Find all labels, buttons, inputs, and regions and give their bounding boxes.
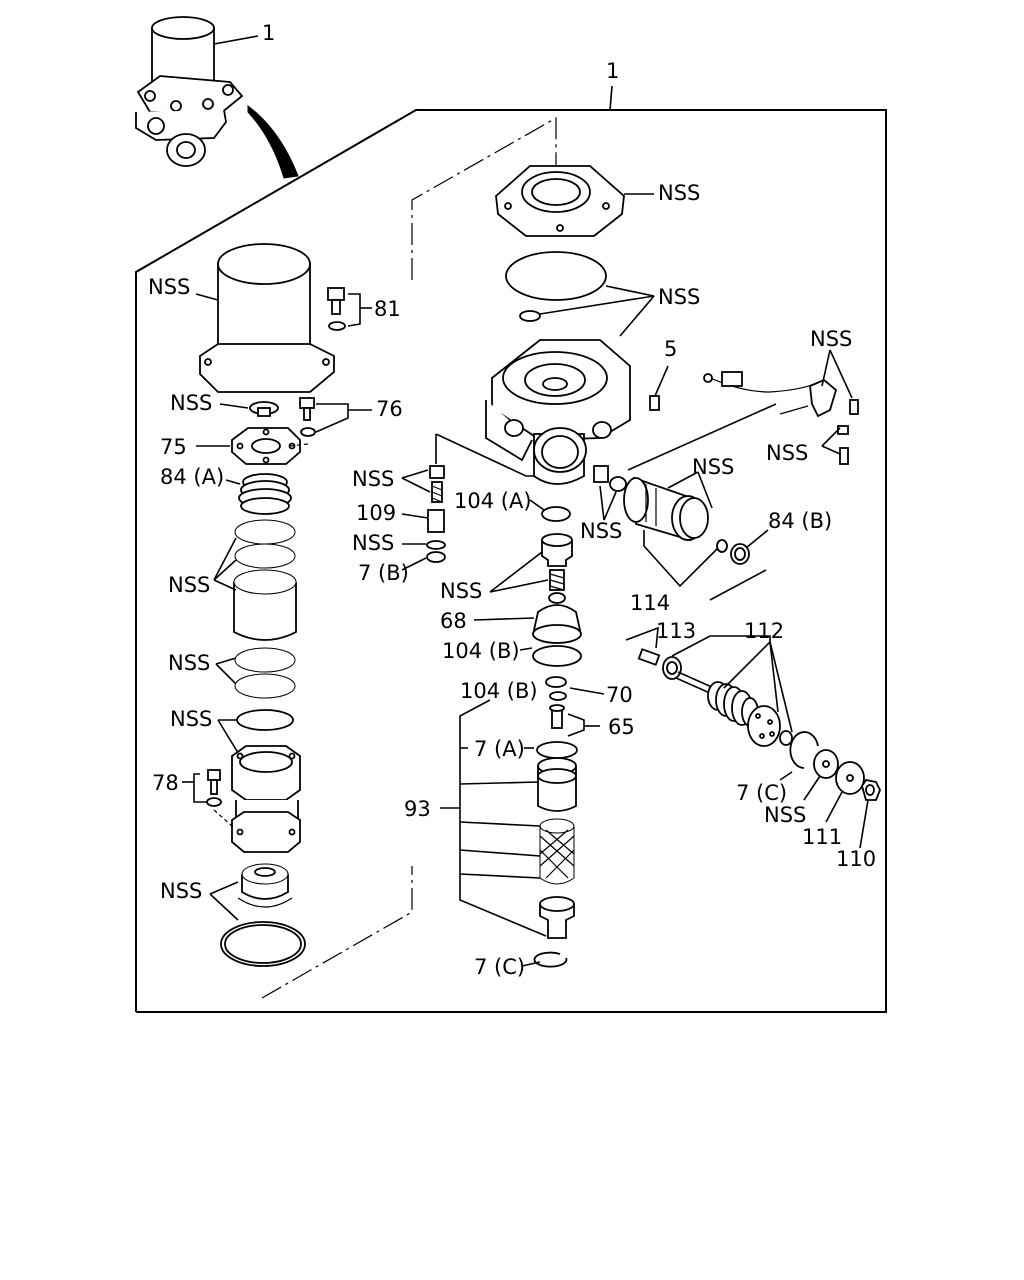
plate-75 <box>231 427 301 465</box>
label-nss-bottom: NSS <box>160 879 202 903</box>
bolt-76 <box>299 397 316 437</box>
label-one-fourteen: 114 <box>630 591 670 615</box>
label-nss-valve-1: NSS <box>352 467 394 491</box>
label-top-1: 1 <box>262 21 275 45</box>
label-one-oh-four-a: 104 (A) <box>454 489 532 513</box>
filter-screens-upper <box>233 519 297 641</box>
washer-70 <box>545 676 567 701</box>
label-nss-canister: NSS <box>148 275 190 299</box>
label-nss-fitting: NSS <box>580 519 622 543</box>
label-seven-c-right: 7 (C) <box>736 781 787 805</box>
label-nss-screens-2: NSS <box>168 651 210 675</box>
label-eighty-one: 81 <box>374 297 401 321</box>
plug-110 <box>861 778 881 801</box>
cap-nss <box>249 401 279 417</box>
label-nss-right: NSS <box>764 803 806 827</box>
label-one-eleven: 111 <box>802 825 842 849</box>
filter-screens-lower <box>234 647 296 699</box>
sensor-cable-bracket <box>703 371 859 465</box>
main-housing <box>485 339 631 485</box>
screw-65 <box>549 704 565 729</box>
plunger-assembly <box>532 533 582 667</box>
label-sixty-eight: 68 <box>440 609 467 633</box>
bottom-filter-and-seal <box>220 863 306 967</box>
top-cover-plate <box>495 165 625 237</box>
label-one-ten: 110 <box>836 847 876 871</box>
desiccant-canister <box>199 243 335 393</box>
label-seventy-six: 76 <box>376 397 403 421</box>
label-nss-bracket-1: NSS <box>810 327 852 351</box>
label-nss-plunger: NSS <box>440 579 482 603</box>
label-nss-cap: NSS <box>170 391 212 415</box>
label-one-thirteen: 113 <box>656 619 696 643</box>
label-sixty-five: 65 <box>608 715 635 739</box>
label-nss-screens: NSS <box>168 573 210 597</box>
spring-assembly-112 <box>662 656 793 747</box>
label-nss-top-cover: NSS <box>658 181 700 205</box>
nut-84b <box>716 539 750 565</box>
exploded-view-frame <box>135 109 887 1013</box>
label-seven-a: 7 (A) <box>474 737 525 761</box>
label-one-oh-four-b-1: 104 (B) <box>442 639 520 663</box>
label-ninety-three: 93 <box>404 797 431 821</box>
bolt-81 <box>327 287 346 331</box>
snap-ring-7c-bottom <box>533 951 568 968</box>
label-one-oh-four-b-2: 104 (B) <box>460 679 538 703</box>
centerlines <box>261 116 557 999</box>
washers-111 <box>813 749 865 795</box>
small-o-ring <box>519 310 541 322</box>
label-nss-seal: NSS <box>170 707 212 731</box>
label-one-twelve: 112 <box>744 619 784 643</box>
screw-113 <box>637 648 661 666</box>
label-five: 5 <box>664 337 677 361</box>
bolt-5 <box>649 365 669 411</box>
label-nss-tube: NSS <box>692 455 734 479</box>
o-ring-104a <box>541 506 571 522</box>
spring-84a <box>238 473 292 515</box>
label-nss-valve-2: NSS <box>352 531 394 555</box>
label-eighty-four-a: 84 (A) <box>160 465 224 489</box>
valve-parts-109 <box>426 465 446 563</box>
lower-housing-78 <box>231 745 301 853</box>
label-seventy-five: 75 <box>160 435 187 459</box>
label-one-oh-nine: 109 <box>356 501 396 525</box>
fitting-nss <box>593 465 627 492</box>
seal-ring <box>236 709 294 731</box>
label-seven-b: 7 (B) <box>358 561 409 585</box>
snap-ring-7c-right <box>789 731 819 769</box>
assembled-unit-thumbnail <box>135 16 299 179</box>
label-nss-orings-top: NSS <box>658 285 700 309</box>
label-nss-bracket-2: NSS <box>766 441 808 465</box>
label-seventy: 70 <box>606 683 633 707</box>
label-seventy-eight: 78 <box>152 771 179 795</box>
ring-7a <box>536 741 578 759</box>
filter-cartridge-93 <box>537 757 577 939</box>
label-seven-c-bottom: 7 (C) <box>474 955 525 979</box>
label-eighty-four-b: 84 (B) <box>768 509 832 533</box>
tube-114 <box>623 476 709 542</box>
label-frame-1: 1 <box>606 59 619 83</box>
bolt-78 <box>206 769 222 807</box>
large-o-ring <box>505 251 607 301</box>
